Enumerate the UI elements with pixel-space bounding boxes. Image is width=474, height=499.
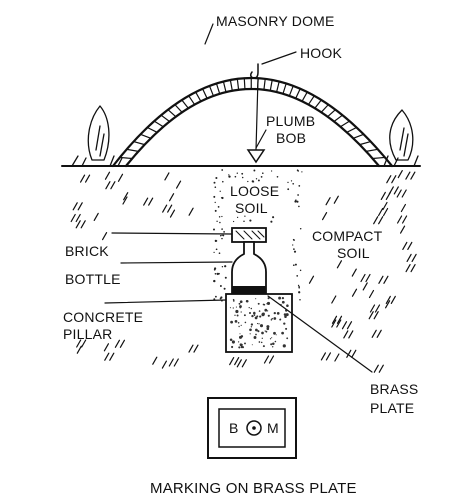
leader-masonry-dome	[204, 23, 214, 45]
label-masonry-dome: MASONRY DOME	[216, 13, 335, 29]
label-loose: LOOSE	[230, 183, 279, 199]
shrub-right	[383, 109, 419, 167]
label-plate-letter-m: M	[267, 420, 279, 436]
label-compact-soil: SOIL	[337, 245, 370, 261]
leader-hook	[261, 51, 297, 65]
bottle	[231, 241, 267, 295]
label-brick: BRICK	[65, 243, 109, 259]
leader-plumb-bob	[255, 129, 267, 149]
plumb-bob	[246, 149, 266, 164]
brass-plate-marking	[207, 397, 297, 459]
label-plumb: PLUMB	[266, 113, 315, 129]
label-concrete: CONCRETE	[63, 309, 143, 325]
loose-soil-column	[212, 169, 303, 302]
label-plate-letter-b: B	[229, 420, 239, 436]
concrete-pillar	[225, 293, 293, 353]
label-compact: COMPACT	[312, 228, 383, 244]
leader-brick	[111, 232, 233, 235]
leader-bottle	[120, 261, 233, 264]
label-loose-soil: SOIL	[235, 200, 268, 216]
leader-concrete-pillar	[104, 299, 227, 304]
brick	[231, 227, 267, 243]
label-pillar: PILLAR	[63, 326, 112, 342]
label-hook: HOOK	[300, 45, 342, 61]
leader-lines	[104, 23, 373, 373]
compact-soil-hatching	[70, 170, 417, 373]
label-bob: BOB	[276, 130, 306, 146]
label-bottle: BOTTLE	[65, 271, 121, 287]
shrub-left	[71, 105, 123, 167]
leader-brass-plate	[267, 295, 373, 373]
label-plate: PLATE	[370, 400, 414, 416]
plumb-line	[255, 77, 259, 151]
hook	[249, 63, 259, 79]
label-brass: BRASS	[370, 381, 418, 397]
label-caption: MARKING ON BRASS PLATE	[150, 480, 357, 497]
